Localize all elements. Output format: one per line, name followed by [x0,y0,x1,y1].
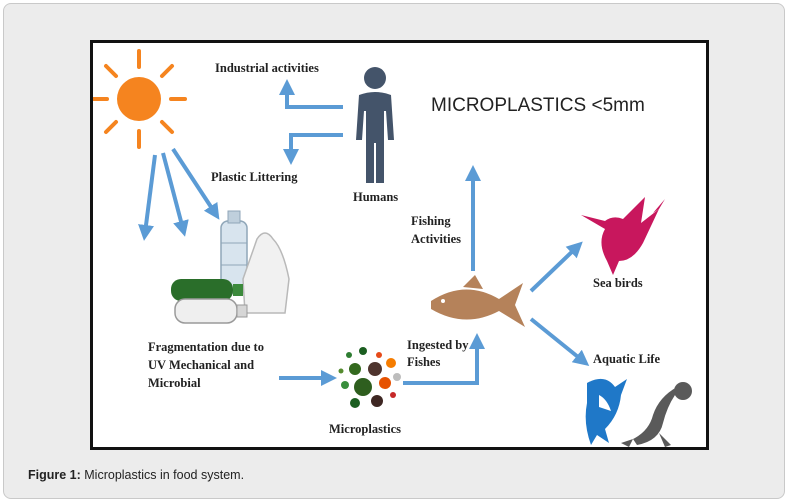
microplastics-particles-icon [338,347,401,408]
ingested-label-1: Ingested by [407,338,469,352]
bird-icon [581,197,665,275]
fishing-label-1: Fishing [411,214,451,228]
human-arrows [279,79,343,165]
caption-label: Figure 1: [28,468,81,482]
figure-card: MICROPLASTICS <5mm Industrial activities… [3,3,785,499]
figure-caption: Figure 1: Microplastics in food system. [28,468,244,482]
food-chain-arrows [529,241,590,367]
ingested-label-2: Fishes [407,355,440,369]
microplastics-diagram: MICROPLASTICS <5mm Industrial activities… [93,49,692,447]
diagram-title: MICROPLASTICS <5mm [431,95,645,116]
seal-icon [621,382,692,447]
human-icon [356,67,394,183]
figure-panel: MICROPLASTICS <5mm Industrial activities… [90,40,709,450]
industrial-label: Industrial activities [215,61,319,75]
humans-label: Humans [353,190,398,204]
sea-birds-label: Sea birds [593,276,643,290]
sun-icon [93,49,187,149]
aquatic-life-label: Aquatic Life [593,352,660,366]
caption-text: Microplastics in food system. [80,468,245,482]
fragmentation-label-2: UV Mechanical and [148,358,254,372]
shark-icon [585,378,627,445]
fish-icon [431,275,525,327]
fragmentation-label-1: Fragmentation due to [148,340,264,354]
fishing-label-2: Activities [411,232,461,246]
plastic-waste-icon [171,210,290,324]
sun-ray-arrows [138,147,220,241]
ingestion-arrow [403,333,485,385]
littering-label: Plastic Littering [211,170,298,184]
microplastics-label: Microplastics [329,422,401,436]
fragmentation-label-3: Microbial [148,376,201,390]
